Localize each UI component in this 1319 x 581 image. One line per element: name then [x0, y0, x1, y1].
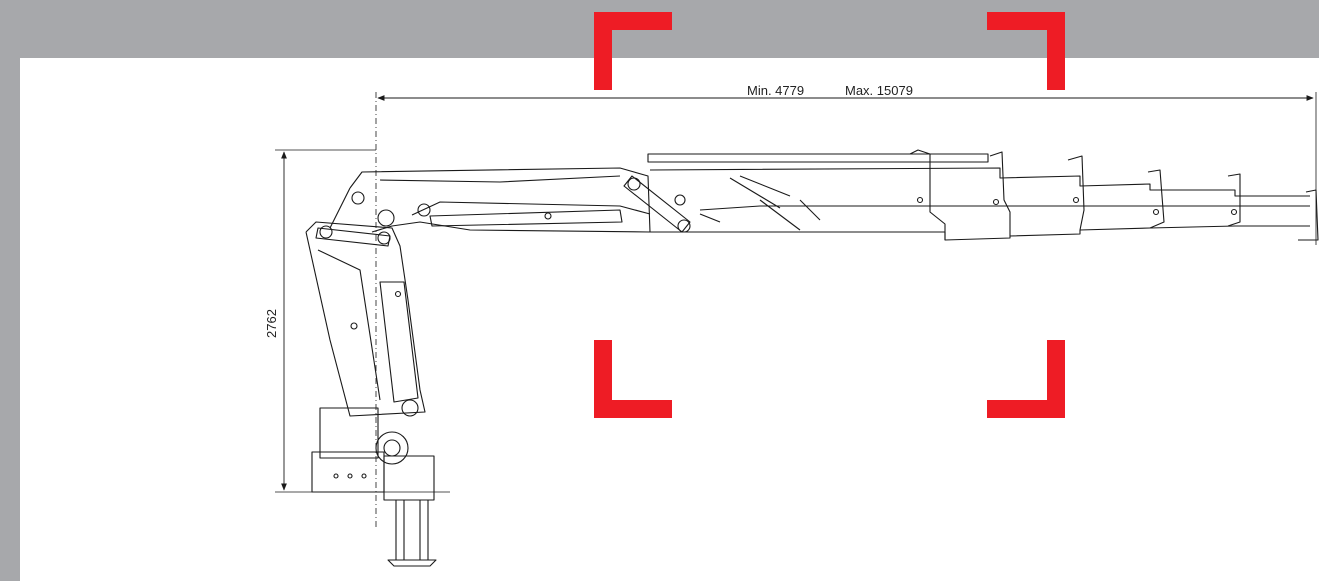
reach-max-label: Max. 15079: [845, 83, 913, 98]
crane-outline: [305, 149, 1319, 567]
reach-dimension: Min. 4779 Max. 15079: [377, 83, 1317, 245]
height-dimension: 2762: [264, 149, 450, 493]
reach-min-label: Min. 4779: [747, 83, 804, 98]
drawing-sheet: [20, 58, 1319, 581]
height-label: 2762: [264, 309, 279, 338]
